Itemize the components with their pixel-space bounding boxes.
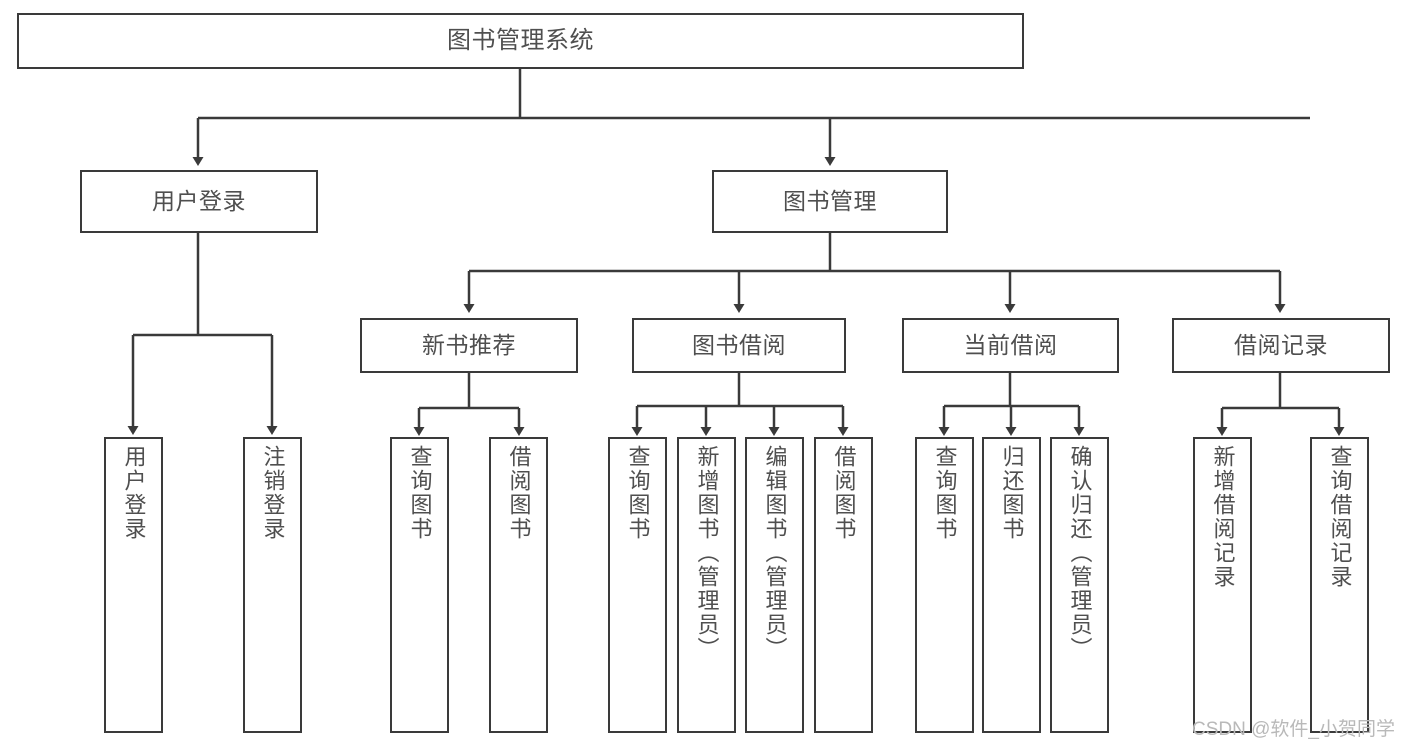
- node-book-management[interactable]: 图书管理: [712, 170, 948, 233]
- node-root-system[interactable]: 图书管理系统: [17, 13, 1024, 69]
- node-label: 查询图书: [407, 445, 433, 541]
- node-label: 借阅图书: [506, 445, 532, 541]
- node-label: 用户登录: [121, 445, 147, 541]
- leaf-user-login[interactable]: 用户登录: [104, 437, 163, 733]
- leaf-borrow-book-recommend[interactable]: 借阅图书: [489, 437, 548, 733]
- node-label: 用户登录: [152, 187, 246, 214]
- node-label: 注销登录: [260, 445, 286, 541]
- node-label: 新增借阅记录: [1210, 445, 1236, 589]
- node-label: 确认归还（管理员）: [1067, 445, 1093, 661]
- leaf-query-book-recommend[interactable]: 查询图书: [390, 437, 449, 733]
- node-user-login[interactable]: 用户登录: [80, 170, 318, 233]
- node-label: 图书管理系统: [447, 26, 594, 54]
- leaf-logout[interactable]: 注销登录: [243, 437, 302, 733]
- node-borrow-record[interactable]: 借阅记录: [1172, 318, 1390, 373]
- leaf-query-book-current[interactable]: 查询图书: [915, 437, 974, 733]
- leaf-edit-book-admin[interactable]: 编辑图书（管理员）: [745, 437, 804, 733]
- node-new-book-recommend[interactable]: 新书推荐: [360, 318, 578, 373]
- node-label: 借阅记录: [1234, 331, 1328, 358]
- node-label: 新增图书（管理员）: [694, 445, 720, 661]
- leaf-query-book-borrow[interactable]: 查询图书: [608, 437, 667, 733]
- leaf-confirm-return-admin[interactable]: 确认归还（管理员）: [1050, 437, 1109, 733]
- node-label: 查询借阅记录: [1327, 445, 1353, 589]
- node-label: 图书管理: [783, 187, 877, 214]
- node-book-borrow[interactable]: 图书借阅: [632, 318, 846, 373]
- leaf-add-book-admin[interactable]: 新增图书（管理员）: [677, 437, 736, 733]
- node-label: 编辑图书（管理员）: [762, 445, 788, 661]
- node-label: 归还图书: [999, 445, 1025, 541]
- node-label: 查询图书: [625, 445, 651, 541]
- leaf-query-borrow-record[interactable]: 查询借阅记录: [1310, 437, 1369, 733]
- node-label: 新书推荐: [422, 331, 516, 358]
- node-current-borrow[interactable]: 当前借阅: [902, 318, 1119, 373]
- leaf-return-book[interactable]: 归还图书: [982, 437, 1041, 733]
- leaf-borrow-book[interactable]: 借阅图书: [814, 437, 873, 733]
- leaf-add-borrow-record[interactable]: 新增借阅记录: [1193, 437, 1252, 733]
- node-label: 借阅图书: [831, 445, 857, 541]
- node-label: 当前借阅: [963, 331, 1058, 358]
- node-label: 图书借阅: [692, 331, 786, 358]
- node-label: 查询图书: [932, 445, 958, 541]
